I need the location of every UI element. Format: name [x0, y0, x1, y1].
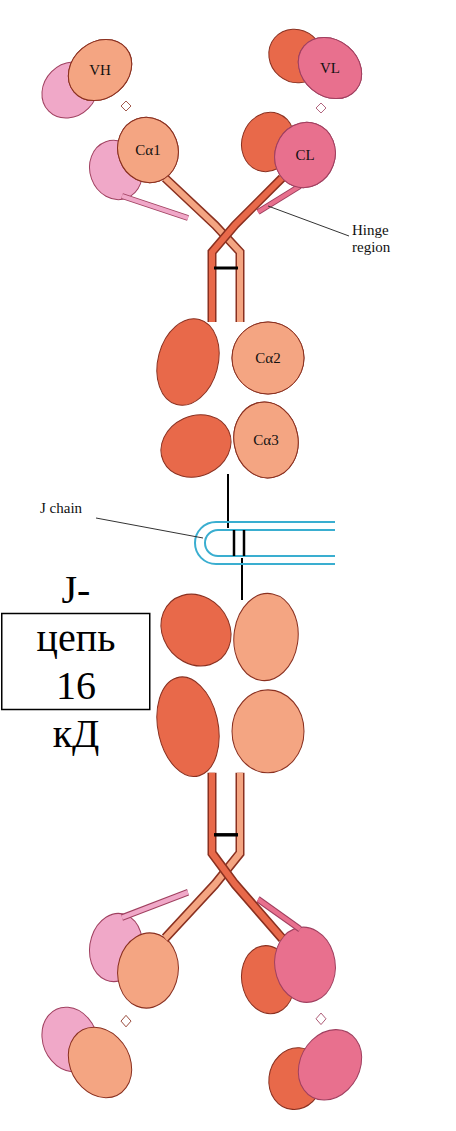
leader-line [268, 206, 349, 236]
domain-label: CL [295, 147, 314, 164]
domain-label: Cα3 [253, 432, 278, 449]
domain-label: VH [89, 62, 111, 79]
domain-outline [228, 397, 304, 483]
leader-line [96, 518, 203, 538]
domain-ellipse: Cα3 [234, 402, 298, 478]
domain-outline [266, 114, 345, 197]
domain-outline [56, 27, 144, 114]
domain-outline [109, 109, 188, 192]
domain-label: VL [320, 60, 340, 77]
domain-label: Cα2 [255, 350, 280, 367]
domain-outline [232, 322, 304, 394]
caption-text: J- цепь 16 кД [1, 566, 151, 758]
part-label: Hinge region [352, 222, 422, 256]
domain-ellipse: VH [66, 42, 134, 98]
caption-box: J- цепь 16 кД [1, 566, 151, 758]
domain-ellipse: Cα1 [118, 117, 178, 183]
domain-outline [286, 25, 374, 112]
domain-label: Cα1 [135, 142, 160, 159]
domain-ellipse: VL [296, 40, 364, 96]
domain-ellipse: Cα2 [232, 322, 304, 394]
domain-ellipse: CL [275, 122, 335, 188]
part-label: J chain [40, 500, 110, 517]
